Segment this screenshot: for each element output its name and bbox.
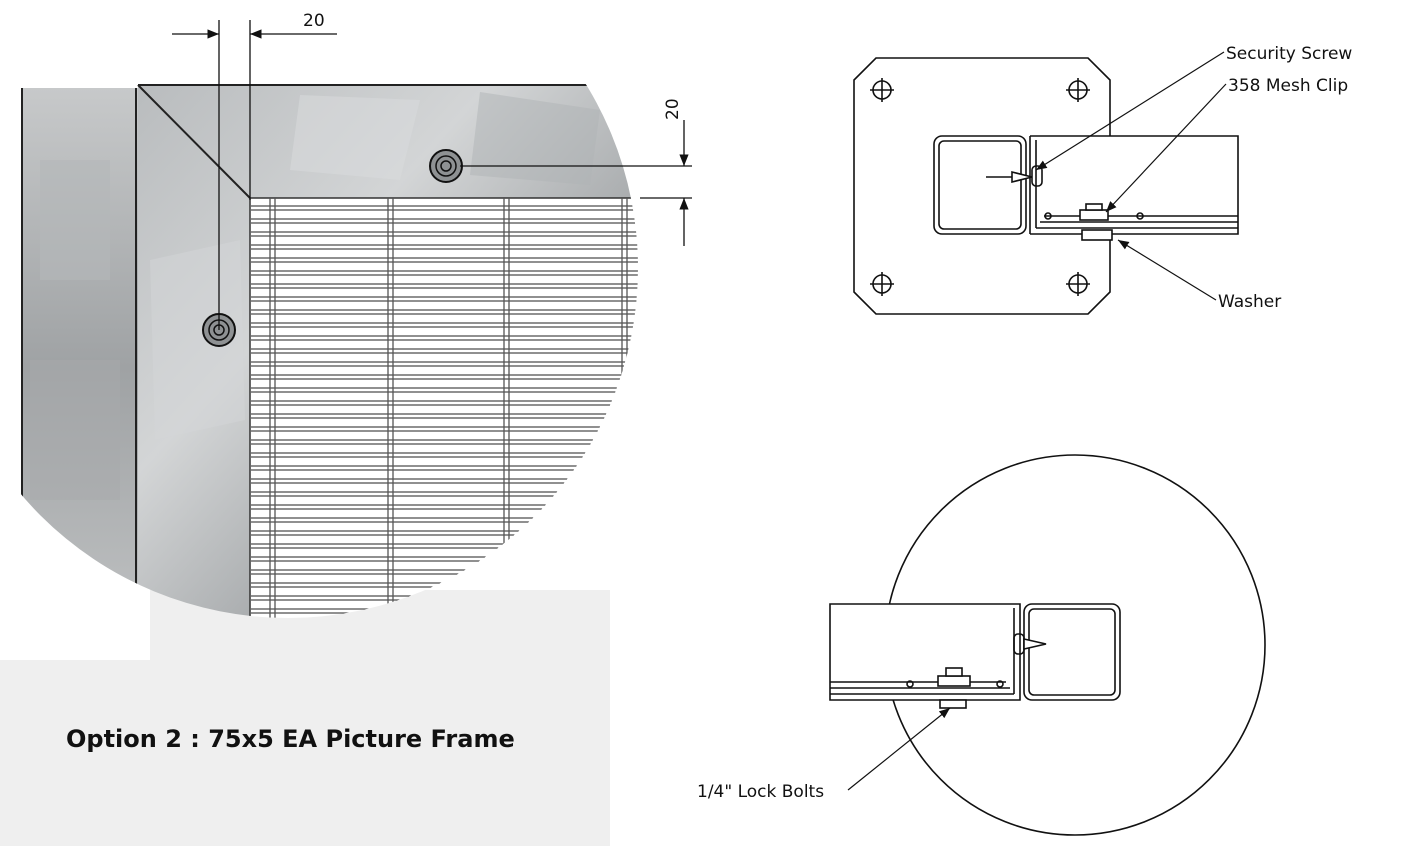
bottom-section (829, 603, 1121, 709)
frame-angle-bottom (829, 603, 1021, 701)
vertical-dimension-value: 20 (663, 98, 683, 120)
base-plate-section (853, 57, 1239, 315)
frame-corner-detail (21, 84, 638, 618)
square-post-bottom (1023, 603, 1121, 701)
plate-bolt-hole-tr (1066, 78, 1090, 102)
security-screw-top (429, 149, 463, 183)
plate-bolt-hole-tl (870, 78, 894, 102)
frame-texture-b (470, 92, 600, 185)
callout-leaders-top (1035, 51, 1227, 301)
horizontal-dimension (172, 20, 337, 330)
grey-background-panel-upper (150, 590, 610, 846)
frame-angle-top (1030, 135, 1239, 235)
callout-washer: Washer (1218, 292, 1281, 312)
callout-lock-bolts: 1/4" Lock Bolts (697, 782, 824, 802)
callout-security-screw: Security Screw (1226, 44, 1352, 64)
callout-leader-lock-bolts (847, 707, 951, 791)
security-screw-section (986, 170, 1033, 184)
figure-caption: Option 2 : 75x5 EA Picture Frame (66, 725, 515, 753)
post-texture-a (40, 160, 110, 280)
frame-texture-a (290, 95, 420, 180)
square-post-inner (938, 140, 1022, 230)
post-texture-b (30, 360, 120, 500)
plate-bolt-hole-bl (870, 272, 894, 296)
callout-mesh-clip: 358 Mesh Clip (1228, 76, 1348, 96)
horizontal-dimension-value: 20 (303, 11, 325, 31)
frame-texture-c (150, 240, 245, 440)
plate-bolt-hole-br (1066, 272, 1090, 296)
frame-mitre-line (137, 84, 251, 199)
vertical-dimension (460, 120, 692, 246)
square-post (933, 135, 1027, 235)
